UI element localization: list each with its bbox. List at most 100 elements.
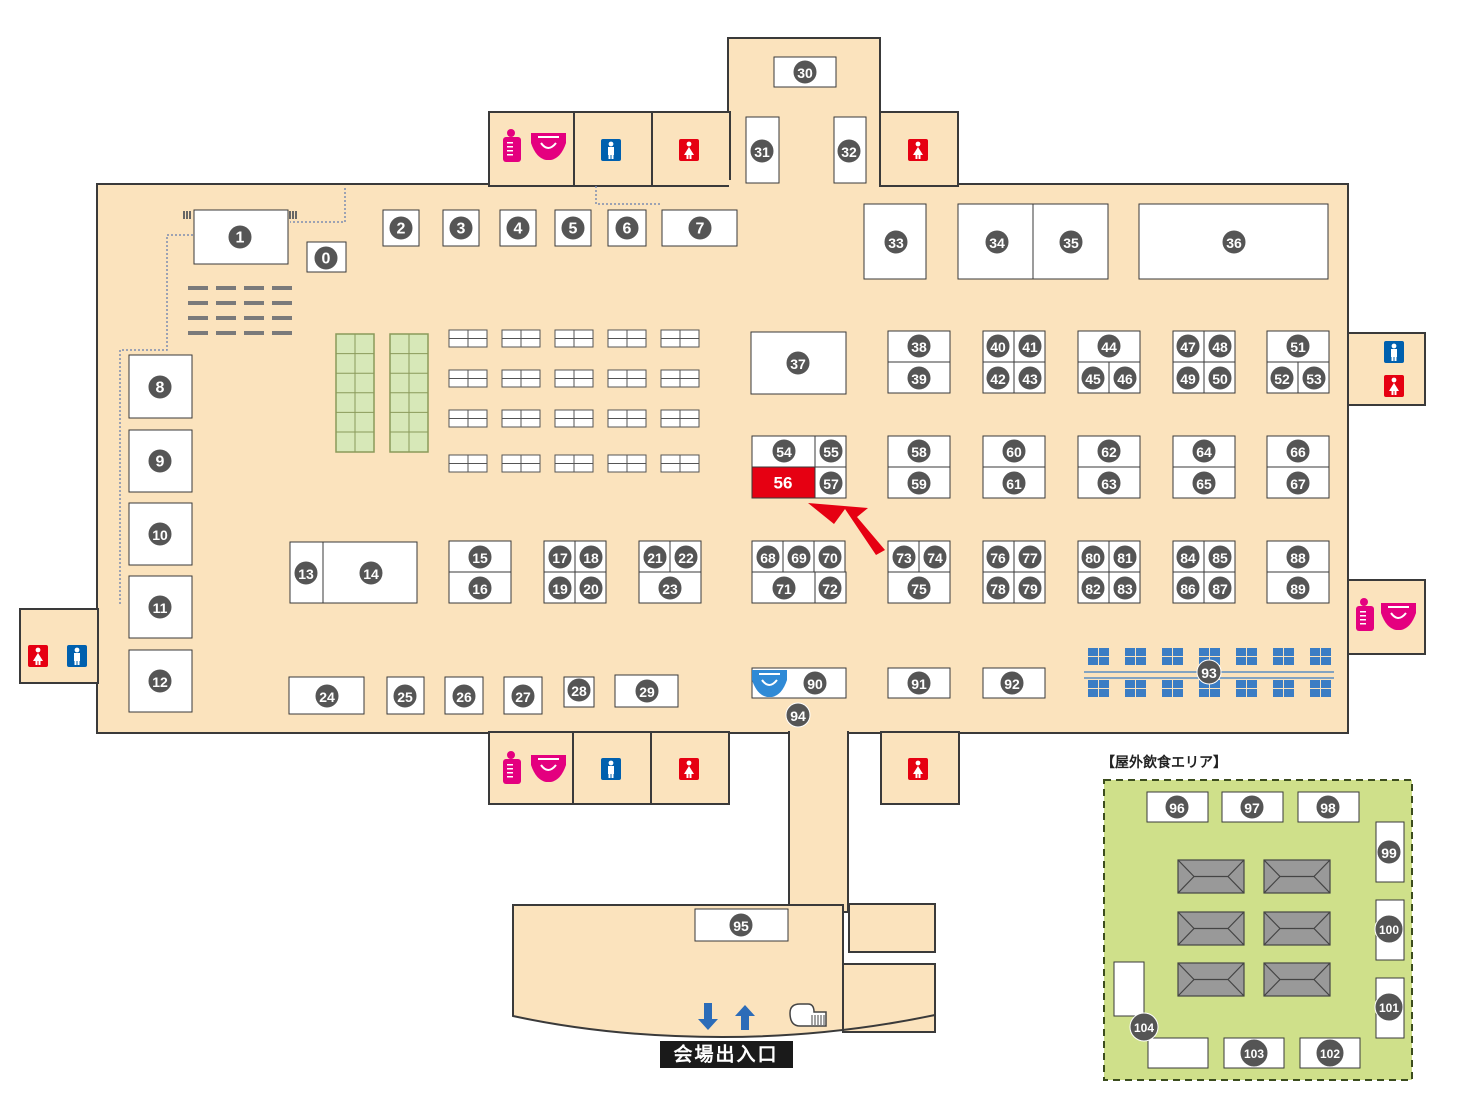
booth-69-badge	[786, 544, 812, 570]
booth-79-badge	[1017, 575, 1043, 601]
booth-77-badge	[1017, 544, 1043, 570]
blue-table	[1088, 657, 1098, 665]
booth-10-label: 10	[152, 527, 168, 543]
blue-table	[1199, 689, 1209, 697]
booth-52-label: 52	[1274, 371, 1290, 387]
blue-table	[1125, 657, 1135, 665]
blue-table	[1099, 689, 1109, 697]
booth-25-label: 25	[397, 689, 413, 705]
booth-41-label: 41	[1022, 339, 1038, 355]
booth-45-label: 45	[1085, 371, 1101, 387]
booth-32-badge	[836, 138, 862, 164]
blue-table	[1273, 680, 1283, 688]
blue-table	[1284, 657, 1294, 665]
booth-102-badge	[1315, 1038, 1345, 1068]
booth-83-label: 83	[1117, 581, 1133, 597]
booth-97-label: 97	[1244, 800, 1260, 816]
seat-row	[188, 301, 208, 305]
booth-66-label: 66	[1290, 444, 1306, 460]
blue-table	[1321, 689, 1331, 697]
booth-38-badge	[906, 333, 932, 359]
booth-40-label: 40	[990, 339, 1006, 355]
booth-18-badge	[578, 544, 604, 570]
booth-60-label: 60	[1006, 444, 1022, 460]
diaper-icon	[531, 755, 566, 782]
booth-87-label: 87	[1212, 581, 1228, 597]
booth-4-label: 4	[514, 221, 523, 238]
booth-15-badge	[467, 544, 493, 570]
booth-16-badge	[467, 575, 493, 601]
seat-row	[188, 286, 208, 290]
booth-33-badge	[883, 229, 909, 255]
booth-61-badge	[1001, 470, 1027, 496]
booth-54-badge	[771, 438, 797, 464]
booth-16-label: 16	[472, 581, 488, 597]
booth-100-label: 100	[1379, 923, 1399, 937]
booth-59-label: 59	[911, 476, 927, 492]
booth-33-label: 33	[888, 235, 904, 251]
mens-restroom-icon	[1384, 341, 1404, 363]
booth-94-label: 94	[790, 708, 806, 724]
booth-78-badge	[985, 575, 1011, 601]
blue-table	[1247, 657, 1257, 665]
booth-101-badge	[1374, 992, 1404, 1022]
blue-table	[1162, 657, 1172, 665]
seat-row	[188, 331, 208, 335]
booth-29-badge	[634, 678, 660, 704]
blue-table	[1310, 680, 1320, 688]
booth-64-badge	[1191, 438, 1217, 464]
baby-bottle-icon	[503, 751, 521, 784]
blue-table	[1273, 648, 1283, 656]
booth-63-badge	[1096, 470, 1122, 496]
furniture	[119, 186, 1334, 997]
food-tent-roof	[1263, 962, 1331, 997]
booth-50-badge	[1207, 365, 1233, 391]
booth-25-badge	[392, 683, 418, 709]
booth-94-badge	[785, 702, 811, 728]
booth-46-badge	[1112, 365, 1138, 391]
seat-row	[244, 286, 264, 290]
booth-28-badge	[566, 677, 592, 703]
booth-85-badge	[1207, 544, 1233, 570]
blue-table	[1273, 657, 1283, 665]
booth-57-badge	[818, 470, 844, 496]
blue-table	[1125, 689, 1135, 697]
blue-table	[1236, 689, 1246, 697]
seat-row	[244, 331, 264, 335]
booth-28-label: 28	[571, 683, 587, 699]
booth-14-label: 14	[363, 566, 379, 582]
booth-64-label: 64	[1196, 444, 1212, 460]
booth-56-label: 56	[774, 474, 793, 493]
partition-line	[119, 186, 660, 604]
booth-89-badge	[1285, 575, 1311, 601]
heater-icon	[183, 211, 191, 219]
seat-row	[216, 301, 236, 305]
booth-62-label: 62	[1101, 444, 1117, 460]
seat-row	[272, 286, 292, 290]
booth-0-badge	[313, 245, 339, 271]
booth-80-label: 80	[1085, 550, 1101, 566]
blue-table	[1310, 657, 1320, 665]
booth-39-label: 39	[911, 371, 927, 387]
booth-1-badge	[227, 224, 253, 250]
blue-table	[1247, 689, 1257, 697]
booth-55-badge	[818, 438, 844, 464]
booth-7-label: 7	[696, 221, 705, 238]
booth-97-badge	[1239, 794, 1265, 820]
booth-39-badge	[906, 365, 932, 391]
booth-7-badge	[687, 215, 713, 241]
seat-row	[272, 331, 292, 335]
booth-95-badge	[728, 912, 754, 938]
blue-table	[1125, 648, 1135, 656]
booth-74-badge	[922, 544, 948, 570]
blue-table	[1099, 648, 1109, 656]
booth-72-badge	[817, 575, 843, 601]
food-tent-roof	[1263, 911, 1331, 946]
booth-48-badge	[1207, 333, 1233, 359]
booth-84-badge	[1175, 544, 1201, 570]
diaper-icon	[752, 670, 787, 697]
booth-58-badge	[906, 438, 932, 464]
booth-42-label: 42	[990, 371, 1006, 387]
booth-22-label: 22	[678, 550, 694, 566]
